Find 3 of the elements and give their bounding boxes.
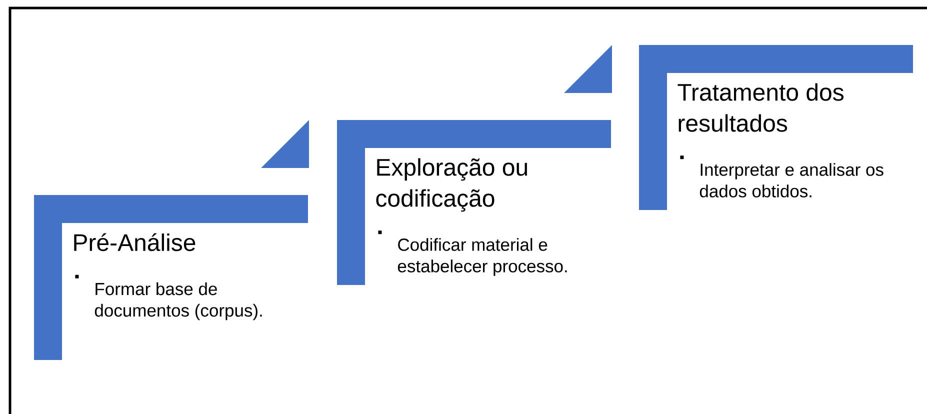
step-box: Tratamento dos resultados Interpretar e analisar os dados obtidos. xyxy=(639,45,913,210)
step-box: Pré-Análise Formar base de documentos (corpus). xyxy=(34,195,308,360)
step-box: Exploração ou codificação Codificar material e estabelecer processo. xyxy=(337,120,611,285)
